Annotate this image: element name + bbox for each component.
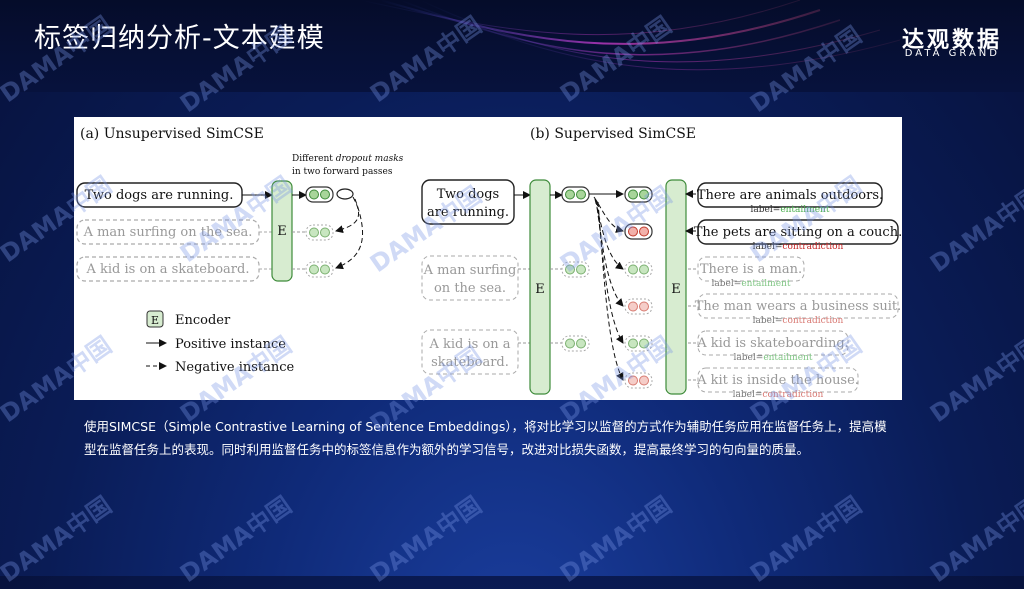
svg-text:label=contradiction: label=contradiction [733,390,824,400]
panel-b-right-5-box [697,330,849,356]
caption: 使用SIMCSE（Simple Contrastive Learning of … [84,415,904,461]
panel-b-anchor-embedding [561,186,590,203]
page-title: 标签归纳分析-文本建模 [34,23,325,54]
legend-negative: Negative instance [175,360,295,375]
svg-text:A kid is on a: A kid is on a [428,337,510,352]
legend: E Encoder Positive instance Negative ins… [146,310,295,375]
panel-b-left-emb-2 [561,261,590,278]
panel-a-encoder-label: E [277,224,287,239]
panel-b-left-emb-3 [561,335,590,352]
svg-text:label=entailment: label=entailment [712,279,791,289]
panel-b-right-3-box [697,256,805,282]
panel-a-sentence-1: Two dogs are running. [85,188,234,203]
svg-text:The man wears a business suit.: The man wears a business suit. [695,299,902,314]
panel-b-left-1-box [421,179,515,225]
header-band: 标签归纳分析-文本建模 达观数据 DATA GRAND [0,0,1024,92]
svg-text:on the sea.: on the sea. [434,281,506,296]
legend-encoder: Encoder [175,313,231,328]
panel-a-title: (a) Unsupervised SimCSE [80,126,264,142]
svg-text:label=contradiction: label=contradiction [753,316,844,326]
svg-text:A kid is skateboarding.: A kid is skateboarding. [696,336,849,351]
svg-text:Two dogs: Two dogs [437,187,499,202]
caption-line-1: 使用SIMCSE（Simple Contrastive Learning of … [84,419,887,434]
watermark: DAMA中国 [555,491,677,588]
svg-text:There is a man.: There is a man. [700,262,802,277]
watermark: DAMA中国 [0,491,117,588]
svg-text:skateboard.: skateboard. [431,355,509,370]
watermark: DAMA中国 [925,491,1024,588]
panel-b-left-2-box [421,255,519,301]
panel-b-left-3-box [421,329,519,375]
watermark: DAMA中国 [925,331,1024,428]
svg-text:E: E [151,314,159,327]
panel-b-encoder-left [529,179,551,395]
panel-a-encoder [271,180,293,282]
svg-text:label=entailment: label=entailment [734,353,813,363]
panel-a-embedding-neg-1 [305,224,334,241]
panel-b-right-2-box [697,219,899,245]
watermark: DAMA中国 [925,181,1024,278]
panel-a-embedding-positive [305,186,354,203]
panel-b-encoder-right [665,179,687,395]
panel-a-note: Different dropout masks in two forward p… [292,154,404,177]
header-decoration [359,0,901,71]
svg-text:Different dropout masks: Different dropout masks [292,154,404,164]
panel-a-sentence-3: A kid is on a skateboard. [86,262,250,277]
svg-text:label=contradiction: label=contradiction [753,242,844,252]
brand-logo-name: 达观数据 [901,28,1002,53]
legend-positive: Positive instance [175,337,286,352]
svg-text:The pets are sitting on a couc: The pets are sitting on a couch. [694,225,902,240]
svg-text:label=entailment: label=entailment [751,205,830,215]
panel-a-sentence-2: A man surfing on the sea. [83,225,253,240]
svg-text:E: E [535,282,545,297]
panel-a-embedding-neg-2 [305,261,334,278]
simcse-diagram: (a) Unsupervised SimCSE Different dropou… [76,126,902,400]
svg-text:in two forward passes: in two forward passes [292,167,393,177]
watermark: DAMA中国 [175,491,297,588]
panel-b-contrast-arrows [589,190,624,381]
svg-text:A man surfing: A man surfing [423,263,517,278]
watermark: DAMA中国 [745,491,867,588]
panel-b-title: (b) Supervised SimCSE [530,126,696,142]
panel-b-right-1-box [697,182,883,208]
panel-b-right-6-box [697,367,859,393]
brand-logo-sub: DATA GRAND [904,48,1000,59]
svg-text:There are animals outdoors.: There are animals outdoors. [697,188,883,203]
panel-b-right-embeddings [624,186,653,389]
watermark: DAMA中国 [365,491,487,588]
caption-line-2: 型在监督任务上的表现。同时利用监督任务中的标签信息作为额外的学习信号，改进对比损… [84,442,810,457]
svg-text:are running.: are running. [427,205,509,220]
panel-b-right-4-box [697,293,899,319]
svg-text:A kit is inside the house.: A kit is inside the house. [696,373,859,388]
svg-text:E: E [671,282,681,297]
simcse-figure: (a) Unsupervised SimCSE Different dropou… [74,117,902,400]
